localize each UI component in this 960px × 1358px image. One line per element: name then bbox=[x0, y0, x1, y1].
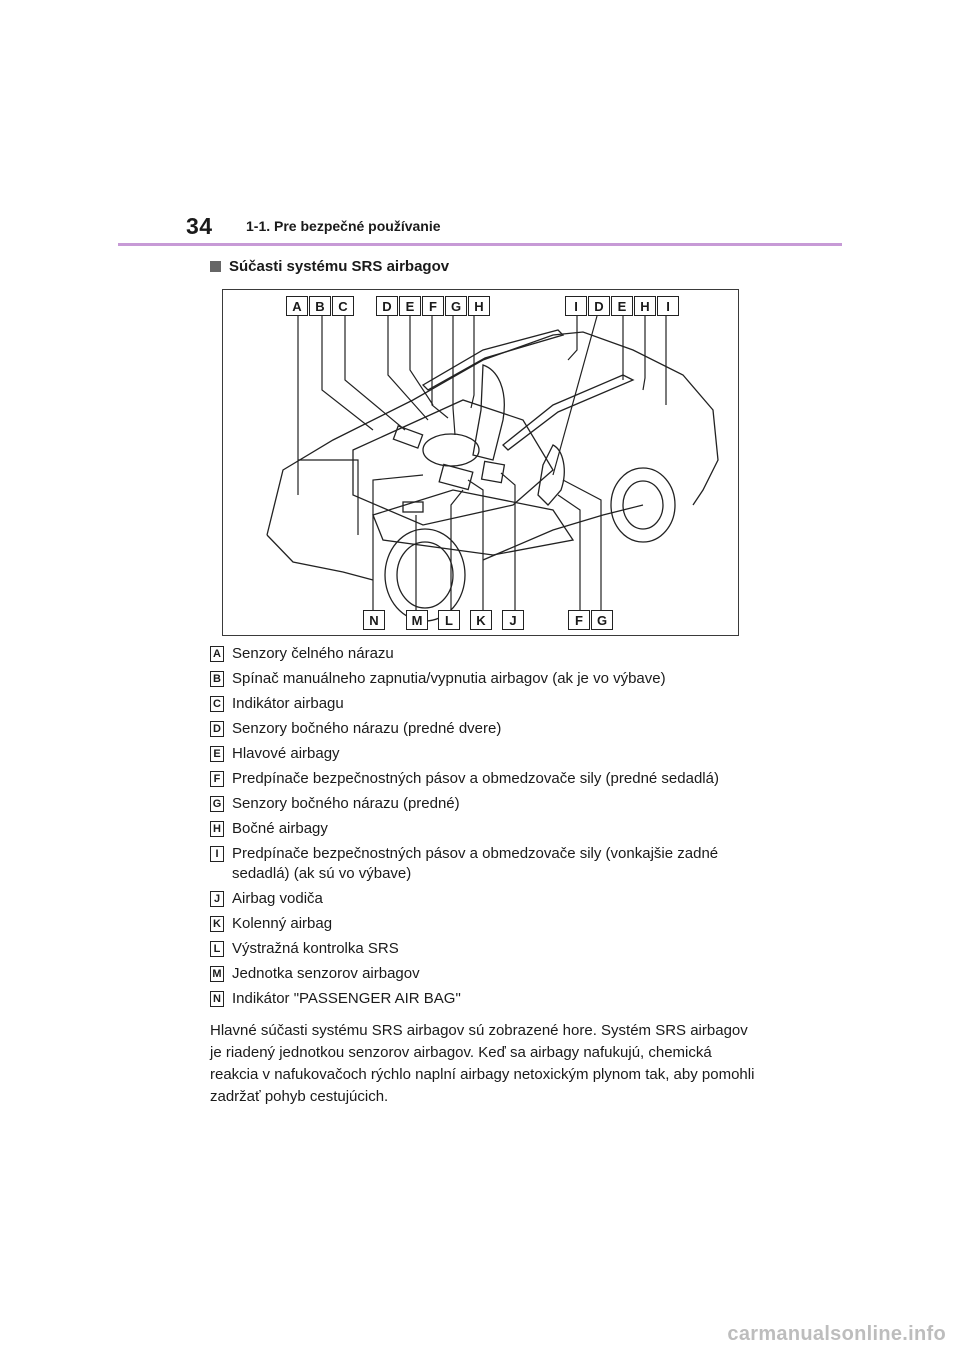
legend-text: Kolenný airbag bbox=[232, 914, 332, 934]
legend-text: Jednotka senzorov airbagov bbox=[232, 964, 420, 984]
callout-a: A bbox=[286, 296, 308, 316]
legend-item: I Predpínače bezpečnostných pásov a obmed… bbox=[210, 844, 770, 884]
legend-text: Hlavové airbagy bbox=[232, 744, 340, 764]
callout-m: M bbox=[406, 610, 428, 630]
legend-item: N Indikátor "PASSENGER AIR BAG" bbox=[210, 989, 770, 1009]
callout-d2: D bbox=[588, 296, 610, 316]
callout-e2: E bbox=[611, 296, 633, 316]
callout-h: H bbox=[468, 296, 490, 316]
callout-j: J bbox=[502, 610, 524, 630]
callout-l: L bbox=[438, 610, 460, 630]
callout-n: N bbox=[363, 610, 385, 630]
legend-key: K bbox=[210, 916, 224, 932]
legend-key: F bbox=[210, 771, 224, 787]
legend-item: H Bočné airbagy bbox=[210, 819, 770, 839]
legend-text: Senzory bočného nárazu (predné dvere) bbox=[232, 719, 501, 739]
callout-e: E bbox=[399, 296, 421, 316]
page-number: 34 bbox=[186, 213, 213, 240]
legend-text: Predpínače bezpečnostných pásov a obmedz… bbox=[232, 844, 770, 884]
callouts-bottom-mid: M L K J bbox=[406, 610, 525, 630]
subheading-text: Súčasti systému SRS airbagov bbox=[229, 258, 449, 275]
footer-link[interactable]: carmanualsonline.info bbox=[727, 1323, 946, 1346]
legend-key: M bbox=[210, 966, 224, 982]
legend-key: A bbox=[210, 646, 224, 662]
legend-key: H bbox=[210, 821, 224, 837]
callout-g2: G bbox=[591, 610, 613, 630]
legend-key: G bbox=[210, 796, 224, 812]
legend-item: L Výstražná kontrolka SRS bbox=[210, 939, 770, 959]
callout-i: I bbox=[565, 296, 587, 316]
callouts-bottom-left: N bbox=[363, 610, 386, 630]
callout-h2: H bbox=[634, 296, 656, 316]
callout-f2: F bbox=[568, 610, 590, 630]
legend-item: M Jednotka senzorov airbagov bbox=[210, 964, 770, 984]
section-title: 1-1. Pre bezpečné používanie bbox=[246, 218, 441, 234]
legend-key: C bbox=[210, 696, 224, 712]
square-bullet-icon bbox=[210, 261, 221, 272]
legend-item: F Predpínače bezpečnostných pásov a obmed… bbox=[210, 769, 770, 789]
callout-f: F bbox=[422, 296, 444, 316]
callout-g: G bbox=[445, 296, 467, 316]
legend-key: E bbox=[210, 746, 224, 762]
legend-text: Airbag vodiča bbox=[232, 889, 323, 909]
legend-text: Indikátor airbagu bbox=[232, 694, 344, 714]
legend-item: B Spínač manuálneho zapnutia/vypnutia air… bbox=[210, 669, 770, 689]
callout-k: K bbox=[470, 610, 492, 630]
callout-i2: I bbox=[657, 296, 679, 316]
legend-text: Bočné airbagy bbox=[232, 819, 328, 839]
legend-key: N bbox=[210, 991, 224, 1007]
legend-item: D Senzory bočného nárazu (predné dvere) bbox=[210, 719, 770, 739]
legend-key: D bbox=[210, 721, 224, 737]
legend-text: Spínač manuálneho zapnutia/vypnutia airb… bbox=[232, 669, 666, 689]
legend-key: I bbox=[210, 846, 224, 862]
legend-text: Senzory čelného nárazu bbox=[232, 644, 394, 664]
callouts-top-right: I D E H I bbox=[565, 296, 680, 316]
legend-text: Predpínače bezpečnostných pásov a obmedz… bbox=[232, 769, 719, 789]
callout-d: D bbox=[376, 296, 398, 316]
legend-item: J Airbag vodiča bbox=[210, 889, 770, 909]
legend-key: L bbox=[210, 941, 224, 957]
legend-text: Indikátor "PASSENGER AIR BAG" bbox=[232, 989, 461, 1009]
legend-item: G Senzory bočného nárazu (predné) bbox=[210, 794, 770, 814]
header-rule bbox=[118, 243, 842, 246]
legend-text: Senzory bočného nárazu (predné) bbox=[232, 794, 460, 814]
legend-item: E Hlavové airbagy bbox=[210, 744, 770, 764]
airbag-diagram: A B C D E F G H I D E H I N M L K J F G bbox=[222, 289, 739, 636]
car-illustration bbox=[223, 290, 740, 637]
callouts-top-left: A B C bbox=[286, 296, 355, 316]
legend-key: J bbox=[210, 891, 224, 907]
callout-b: B bbox=[309, 296, 331, 316]
body-paragraph: Hlavné súčasti systému SRS airbagov sú z… bbox=[210, 1020, 760, 1108]
legend-list: A Senzory čelného nárazu B Spínač manuálne… bbox=[210, 644, 770, 1014]
legend-key: B bbox=[210, 671, 224, 687]
legend-text: Výstražná kontrolka SRS bbox=[232, 939, 399, 959]
callout-c: C bbox=[332, 296, 354, 316]
subheading: Súčasti systému SRS airbagov bbox=[210, 258, 449, 275]
callouts-bottom-right: F G bbox=[568, 610, 614, 630]
legend-item: K Kolenný airbag bbox=[210, 914, 770, 934]
legend-item: A Senzory čelného nárazu bbox=[210, 644, 770, 664]
legend-item: C Indikátor airbagu bbox=[210, 694, 770, 714]
callouts-top-mid: D E F G H bbox=[376, 296, 491, 316]
